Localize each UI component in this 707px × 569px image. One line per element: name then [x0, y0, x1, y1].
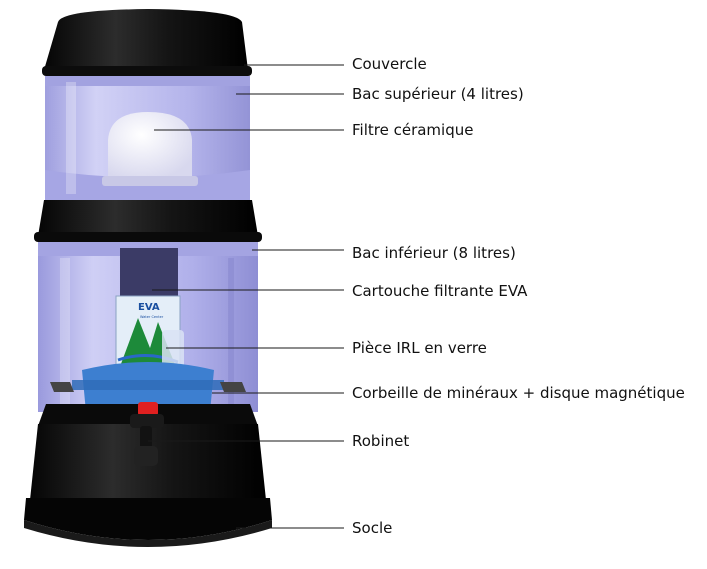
glass-irl-piece	[162, 330, 184, 370]
cartridge-sub: Water Center	[140, 315, 164, 319]
leader-lines	[148, 64, 344, 529]
label-couvercle: Couvercle	[352, 55, 427, 73]
label-piece-irl: Pièce IRL en verre	[352, 339, 487, 357]
tap	[130, 402, 164, 466]
lid	[42, 9, 252, 76]
label-cartouche: Cartouche filtrante EVA	[352, 282, 528, 300]
label-corbeille: Corbeille de minéraux + disque magnétiqu…	[352, 384, 685, 402]
label-bac-superieur: Bac supérieur (4 litres)	[352, 85, 524, 103]
label-socle: Socle	[352, 519, 393, 537]
cartridge-brand: EVA	[138, 302, 160, 313]
middle-collar	[34, 200, 262, 242]
ceramic-filter	[102, 112, 198, 186]
mineral-basket	[50, 362, 246, 417]
label-bac-inferieur: Bac inférieur (8 litres)	[352, 244, 516, 262]
label-robinet: Robinet	[352, 432, 410, 450]
label-filtre-ceramique: Filtre céramique	[352, 121, 474, 139]
